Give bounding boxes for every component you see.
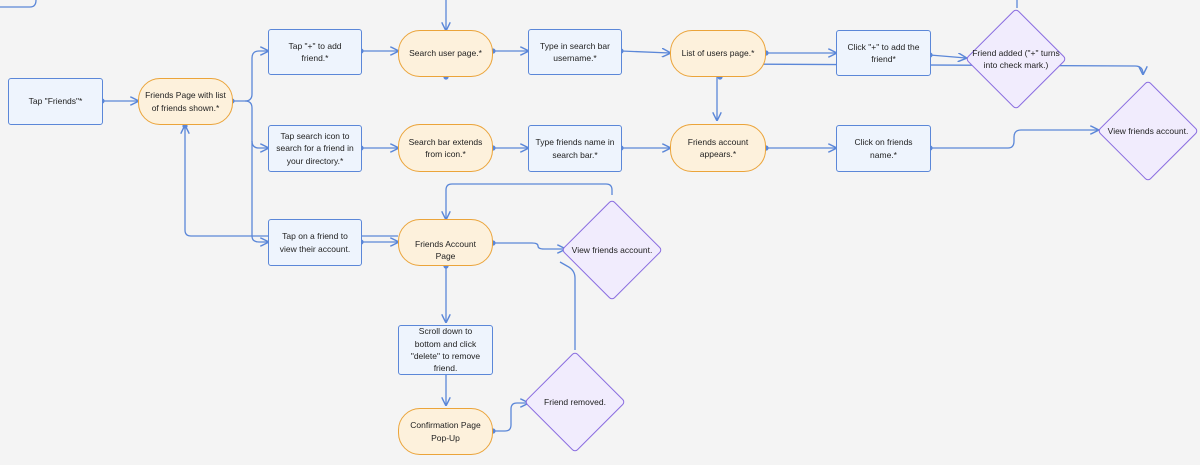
node-friends-account-appears[interactable]: Friends account appears.* (670, 124, 766, 172)
node-scroll-delete[interactable]: Scroll down to bottom and click "delete"… (398, 325, 493, 375)
edge-clickname-view (930, 130, 1098, 149)
node-label: Tap on a friend to view their account. (279, 231, 351, 254)
edge-click-added (929, 55, 966, 58)
node-label: Search user page.* (409, 48, 482, 59)
node-friend-removed[interactable]: Friend removed. (524, 350, 626, 454)
node-tap-search-icon[interactable]: Tap search icon to search for a friend i… (268, 125, 362, 172)
node-tap-plus[interactable]: Tap "+" to add friend.* (268, 29, 362, 75)
node-view-friends-account-1[interactable]: View friends account. (1097, 80, 1199, 182)
node-type-username[interactable]: Type in search bar username.* (528, 29, 622, 75)
node-search-user-page[interactable]: Search user page.* (398, 30, 493, 77)
node-view-friends-account-2[interactable]: View friends account. (561, 198, 663, 302)
node-label: Friends Account Page (415, 239, 476, 262)
node-label: Tap "Friends"* (28, 96, 83, 107)
node-confirmation[interactable]: Confirmation Page Pop-Up (398, 408, 493, 455)
edge-loop-back-accountpage (446, 183, 613, 219)
node-label: Type in search bar username.* (540, 40, 610, 63)
node-label: Confirmation Page Pop-Up (410, 420, 481, 443)
node-type-friends-name[interactable]: Type friends name in search bar.* (528, 125, 622, 172)
edge-friendspage-tapsearch (244, 100, 268, 148)
node-friends-account-page[interactable]: Friends Account Page (398, 219, 493, 266)
edge-type-list (620, 51, 670, 53)
edge-tapfriend-back (185, 126, 398, 237)
node-label: Scroll down to bottom and click "delete"… (410, 326, 481, 374)
node-label: List of users page.* (681, 48, 755, 59)
node-tap-friend-view[interactable]: Tap on a friend to view their account. (268, 219, 362, 266)
node-click-plus[interactable]: Click "+" to add the friend* (836, 30, 931, 76)
node-label: Friends account appears.* (687, 136, 749, 159)
edge-offscreen-topleft (0, 0, 37, 8)
node-list-users[interactable]: List of users page.* (670, 30, 766, 77)
node-friends-page[interactable]: Friends Page with list of friends shown.… (138, 78, 233, 125)
node-label: Friend removed. (544, 396, 606, 407)
node-label: Click "+" to add the friend* (847, 41, 920, 64)
edge-list-viewaccount-long (719, 63, 1143, 76)
node-label: Friend added ("+" turns into check mark.… (972, 47, 1060, 70)
edge-accountpage-view (493, 242, 565, 249)
node-label: View friends account. (571, 244, 653, 255)
edge-confirm-removed (493, 403, 528, 432)
node-label: Search bar extends from icon.* (408, 136, 483, 159)
edge-friendspage-tapplus (232, 51, 268, 102)
node-label: Click on friends name.* (854, 137, 913, 160)
node-tap-friends[interactable]: Tap "Friends"* (8, 78, 103, 125)
node-label: Tap search icon to search for a friend i… (276, 131, 354, 166)
edge-friendspage-tapfriend (251, 141, 268, 242)
node-search-bar-extends[interactable]: Search bar extends from icon.* (398, 124, 493, 172)
node-label: Type friends name in search bar.* (535, 137, 615, 160)
node-click-friends-name[interactable]: Click on friends name.* (836, 125, 931, 172)
node-label: Friends Page with list of friends shown.… (145, 90, 226, 113)
node-label: View friends account. (1107, 125, 1189, 136)
node-label: Tap "+" to add friend.* (288, 40, 342, 63)
edge-removed-up (559, 261, 576, 350)
node-friend-added[interactable]: Friend added ("+" turns into check mark.… (965, 8, 1067, 110)
